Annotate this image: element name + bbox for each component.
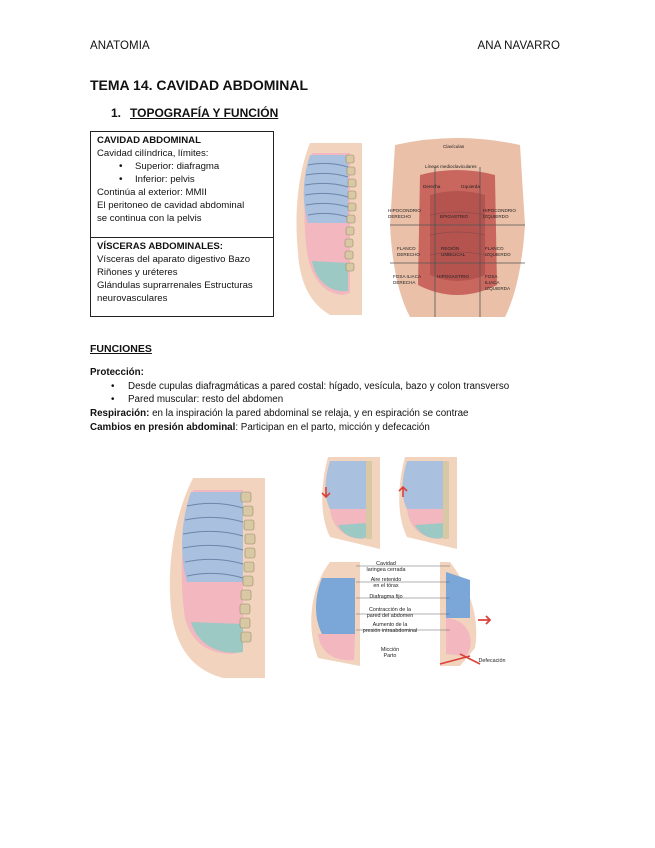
region-label: IZQUIERDO [485,252,511,257]
functions-heading: FUNCIONES [90,343,152,355]
region-label: FLANCO [397,246,416,251]
summary-box: CAVIDAD ABDOMINAL Cavidad cilíndrica, lí… [90,131,274,317]
region-label: HIPOCONDRIO [483,208,516,213]
protection-heading: Protección: [90,367,144,378]
region-label: FOSA ILIACA [393,274,422,279]
respiration-label: Respiración: [90,408,150,420]
region-label: Izquierda [461,184,480,189]
header-author: ANA NAVARRO [477,40,560,52]
inspiration-figure [321,457,380,549]
pressure-label: Micción [381,647,399,653]
pressure-label: Contracción de la [369,607,411,613]
pressure-figure: Cavidad laringea cerrada Aire retenido e… [311,561,506,666]
region-label: Clavículas [443,144,465,149]
pressure-text: : Participan en el parto, micción y defe… [235,421,430,433]
limits-list: Superior: diafragma Inferior: pelvis [97,160,267,186]
functions-text: Protección: Desde cupulas diafragmáticas… [90,366,570,435]
region-label: Líneas medioclaviculares [425,164,477,169]
region-label: Derecha [423,184,441,189]
continuation-text: Continúa al exterior: MMII [97,187,207,198]
pressure-label: Defecación [479,658,506,664]
region-label: REGIÓN [441,245,459,251]
region-label: ILIACA [485,280,500,285]
abdominal-regions-figure: Clavículas Líneas medioclaviculares Dere… [388,138,525,317]
pressure-label: en el tórax [373,583,398,589]
protection-item: Desde cupulas diafragmáticas a pared cos… [111,380,570,394]
protection-item: Pared muscular: resto del abdomen [111,393,570,407]
region-label: IZQUIERDA [485,286,511,291]
peritoneum-line: El peritoneo de cavidad abdominal [97,200,245,211]
lateral-abdomen-figure [296,143,362,315]
large-lateral-figure [169,478,265,678]
region-label: DERECHO [397,252,420,257]
respiration-line: Respiración: en la inspiración la pared … [90,407,570,421]
cavity-heading: CAVIDAD ABDOMINAL [97,135,201,146]
pressure-label: Parto [384,653,397,659]
viscera-line: Riñones y uréteres [97,267,178,278]
region-label: HIPOCONDRIO [388,208,421,213]
viscera-line: Glándulas suprarrenales Estructuras [97,280,253,291]
expiration-figure [398,457,457,549]
header-subject: ANATOMIA [90,40,150,52]
region-label: HIPOGASTRIO [437,274,469,279]
viscera-section: VÍSCERAS ABDOMINALES: Vísceras del apara… [91,238,273,305]
region-label: FOSA [485,274,498,279]
viscera-line: neurovasculares [97,293,168,304]
region-label: UMBILICAL [441,252,466,257]
region-label: FLANCO [485,246,504,251]
region-label: DERECHA [393,280,416,285]
pressure-label: pared del abdomen [367,613,413,619]
cavity-section: CAVIDAD ABDOMINAL Cavidad cilíndrica, lí… [91,132,273,238]
pressure-label: Cambios en presión abdominal [90,421,236,433]
pressure-label: Cavidad [376,561,396,567]
subtitle-text: TOPOGRAFÍA Y FUNCIÓN [130,106,279,120]
section-subtitle: 1. TOPOGRAFÍA Y FUNCIÓN [111,106,278,120]
cavity-intro: Cavidad cilíndrica, límites: [97,148,209,159]
region-label: DERECHO [388,214,411,219]
region-label: EPIGASTRIO [440,214,469,219]
pressure-label: laringea cerrada [367,567,406,573]
protection-list: Desde cupulas diafragmáticas a pared cos… [90,380,570,407]
viscera-heading: VÍSCERAS ABDOMINALES: [97,241,223,252]
page-title: TEMA 14. CAVIDAD ABDOMINAL [90,77,309,93]
viscera-line: Vísceras del aparato digestivo Bazo [97,254,251,265]
limit-item: Superior: diafragma [119,160,267,173]
subtitle-number: 1. [111,106,122,120]
respiration-text: en la inspiración la pared abdominal se … [149,408,469,420]
peritoneum-line: se continua con la pelvis [97,213,202,224]
limit-item: Inferior: pelvis [119,173,267,186]
region-label: IZQUIERDO [483,214,509,219]
pressure-label: Aire retenido [371,577,402,583]
pressure-label: Aumento de la [373,622,408,628]
pressure-label: Diafragma fijo [369,594,402,600]
pressure-line: Cambios en presión abdominal: Participan… [90,421,570,435]
pressure-label: presión intraabdominal [363,628,418,634]
